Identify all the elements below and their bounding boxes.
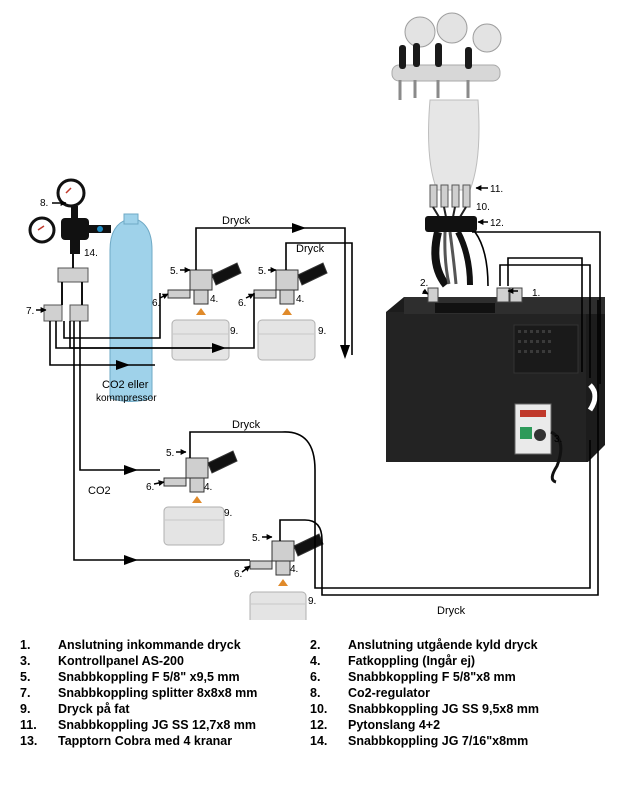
tower-connectors (429, 184, 471, 218)
callout-4-d: 4. (290, 564, 298, 575)
callout-14: 14. (84, 248, 98, 259)
legend-number: 1. (20, 638, 31, 652)
legend-number: 7. (20, 686, 31, 700)
legend-number: 3. (20, 654, 31, 668)
tap-tower (391, 12, 502, 191)
splitter-fittings (43, 254, 89, 322)
flow-label-co2-bottle-2: kommpressor (96, 393, 157, 404)
legend-text: Tapptorn Cobra med 4 kranar (58, 734, 233, 748)
legend-text: Snabbkoppling JG SS 12,7x8 mm (58, 718, 256, 732)
cooler-connection-fittings (427, 287, 523, 303)
legend-number: 10. (310, 702, 328, 716)
legend-text: Anslutning utgående kyld dryck (348, 638, 538, 652)
legend-text: Snabbkoppling F 5/8"x8 mm (348, 670, 516, 684)
legend-text: Anslutning inkommande dryck (58, 638, 241, 652)
callout-9-a: 9. (230, 326, 238, 337)
callout-6-b: 6. (238, 298, 246, 309)
flow-label-dryck-top: Dryck (222, 215, 251, 227)
co2-bottle (109, 213, 153, 402)
keg-couplers (163, 262, 328, 576)
legend-text: Snabbkoppling JG SS 9,5x8 mm (348, 702, 540, 716)
callout-9-c: 9. (224, 508, 232, 519)
callout-1: 1. (532, 288, 540, 299)
beer-cooler-installation-diagram: Dryck Dryck Dryck Dryck CO2 CO2 eller ko… (26, 12, 605, 620)
callout-5-d: 5. (252, 533, 260, 544)
callout-12: 12. (490, 218, 504, 229)
callout-6-a: 6. (152, 298, 160, 309)
flow-label-co2-bottle-1: CO2 eller (102, 379, 149, 391)
callout-9-d: 9. (308, 596, 316, 607)
flow-label-dryck-bottom: Dryck (437, 605, 466, 617)
flow-label-dryck-mid: Dryck (232, 419, 261, 431)
python-hose (425, 216, 477, 288)
beer-cooler-unit (386, 297, 605, 484)
legend-text: Kontrollpanel AS-200 (58, 654, 184, 668)
keg-arrows (192, 308, 292, 586)
legend-text: Snabbkoppling JG 7/16"x8mm (348, 734, 529, 748)
legend: 1. Anslutning inkommande dryck 3. Kontrollp… (20, 638, 620, 768)
callout-3: 3. (554, 434, 562, 445)
callout-arrows (36, 185, 518, 573)
callout-5-b: 5. (258, 266, 266, 277)
legend-number: 6. (310, 670, 321, 684)
legend-text: Pytonslang 4+2 (348, 718, 441, 732)
legend-number: 4. (310, 654, 321, 668)
legend-number: 13. (20, 734, 38, 748)
legend-text: Snabbkoppling F 5/8" x9,5 mm (58, 670, 240, 684)
legend-text: Co2-regulator (348, 686, 430, 700)
legend-text: Fatkoppling (Ingår ej) (348, 654, 476, 668)
flow-label-dryck-second: Dryck (296, 243, 325, 255)
co2-regulator (28, 178, 111, 254)
legend-number: 2. (310, 638, 321, 652)
kegs (163, 319, 316, 620)
legend-number: 11. (20, 718, 37, 732)
legend-number: 14. (310, 734, 328, 748)
callout-10: 10. (476, 202, 490, 213)
flow-label-co2: CO2 (88, 485, 111, 497)
callout-4-c: 4. (204, 482, 212, 493)
legend-number: 5. (20, 670, 31, 684)
legend-number: 9. (20, 702, 31, 716)
callout-5-c: 5. (166, 448, 174, 459)
callout-4-a: 4. (210, 294, 218, 305)
callout-6-c: 6. (146, 482, 154, 493)
callout-8: 8. (40, 198, 48, 209)
flow-arrows (116, 223, 350, 565)
legend-number: 8. (310, 686, 321, 700)
legend-number: 12. (310, 718, 328, 732)
diagram-labels: Dryck Dryck Dryck Dryck CO2 CO2 eller ko… (26, 184, 562, 617)
callout-6-d: 6. (234, 569, 242, 580)
cooler-vent-grille (518, 330, 551, 353)
callout-9-b: 9. (318, 326, 326, 337)
callout-7: 7. (26, 306, 34, 317)
callout-11: 11. (490, 184, 503, 195)
callout-5-a: 5. (170, 266, 178, 277)
callout-2: 2. (420, 278, 428, 289)
callout-4-b: 4. (296, 294, 304, 305)
legend-text: Snabbkoppling splitter 8x8x8 mm (58, 686, 258, 700)
legend-text: Dryck på fat (58, 702, 130, 716)
